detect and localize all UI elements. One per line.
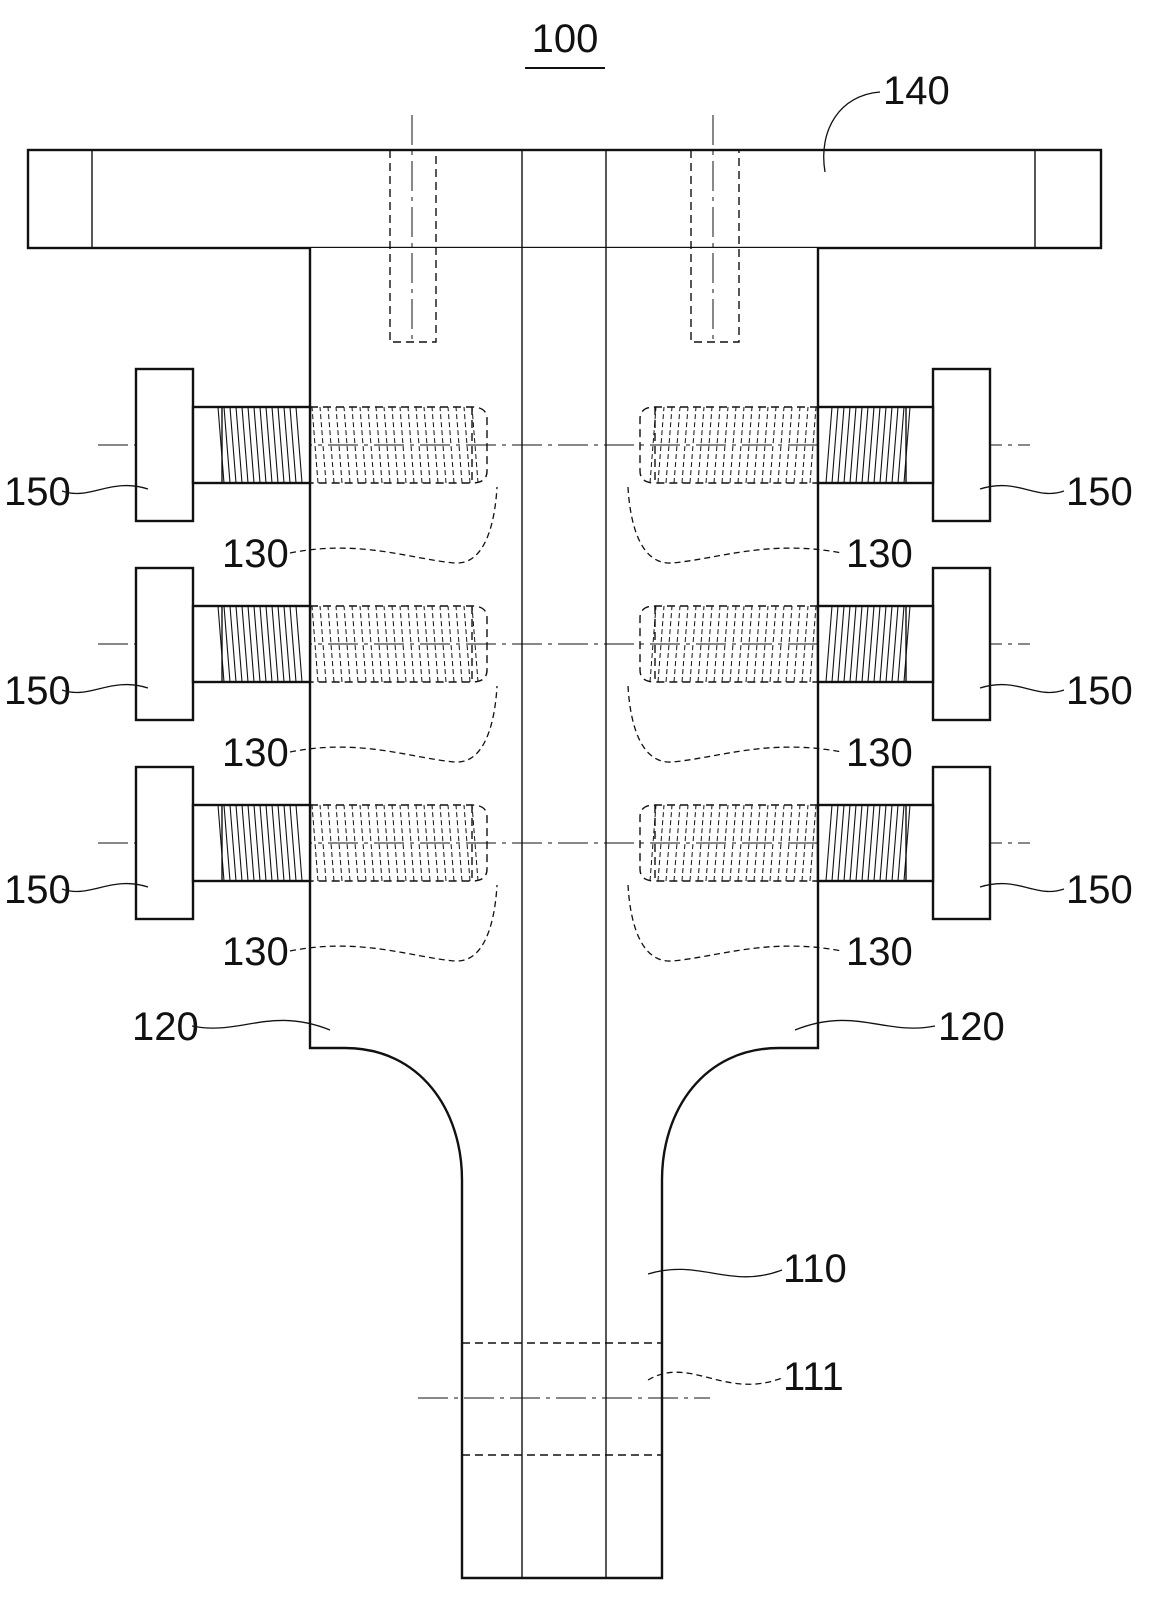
label-150-right: 150 — [1066, 470, 1133, 514]
leader-110 — [648, 1269, 782, 1276]
label-150-left: 150 — [4, 868, 71, 912]
bolt-head-left — [136, 369, 193, 521]
label-130-left: 130 — [222, 731, 289, 775]
leader-150-right — [980, 486, 1064, 494]
leader-111 — [648, 1372, 782, 1384]
bolt-head-right — [933, 767, 990, 919]
label-130-left: 130 — [222, 930, 289, 974]
flange-plate — [28, 150, 1101, 248]
label-130-right: 130 — [846, 731, 913, 775]
label-130-right: 130 — [846, 532, 913, 576]
label-150-left: 150 — [4, 470, 71, 514]
label-120-left: 120 — [132, 1005, 199, 1049]
label-120-right: 120 — [938, 1005, 1005, 1049]
label-130-right: 130 — [846, 930, 913, 974]
label-111: 111 — [783, 1355, 844, 1399]
bolt-head-left — [136, 568, 193, 720]
label-130-left: 130 — [222, 532, 289, 576]
leader-150-right — [980, 685, 1064, 693]
bolt-head-right — [933, 568, 990, 720]
bolt-head-right — [933, 369, 990, 521]
label-150-right: 150 — [1066, 868, 1133, 912]
label-110: 110 — [783, 1247, 847, 1291]
main-body — [310, 248, 818, 1578]
label-150-right: 150 — [1066, 669, 1133, 713]
label-140: 140 — [883, 69, 950, 113]
label-150-left: 150 — [4, 669, 71, 713]
figure-number: 100 — [532, 17, 599, 61]
leader-150-right — [980, 884, 1064, 892]
bolt-head-left — [136, 767, 193, 919]
